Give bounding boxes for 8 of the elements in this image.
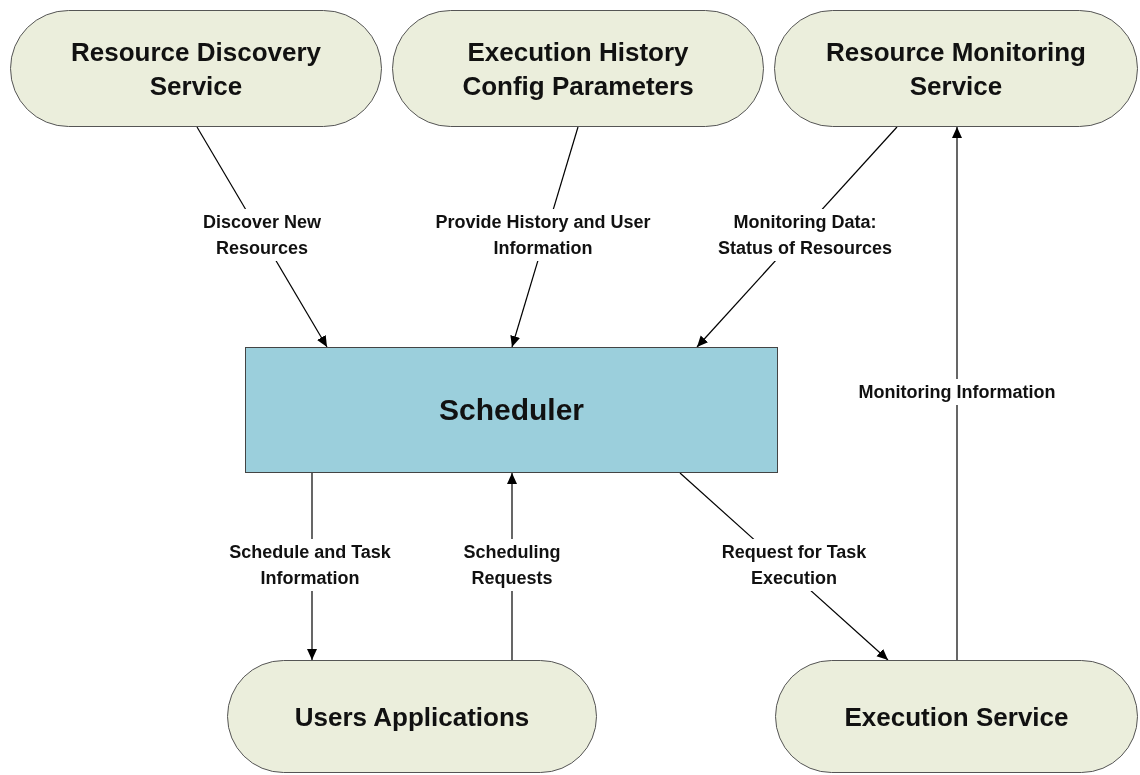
node-label: Resource Monitoring Service bbox=[825, 35, 1087, 103]
process-box bbox=[245, 347, 778, 473]
node-label: Resource Discovery Service bbox=[70, 35, 322, 103]
node-label: Execution Service bbox=[843, 700, 1070, 734]
arrow bbox=[952, 126, 962, 661]
node-label: Execution History Config Parameters bbox=[461, 35, 695, 103]
node-label: Scheduler bbox=[438, 393, 585, 427]
node-label: Users Applications bbox=[293, 700, 531, 734]
